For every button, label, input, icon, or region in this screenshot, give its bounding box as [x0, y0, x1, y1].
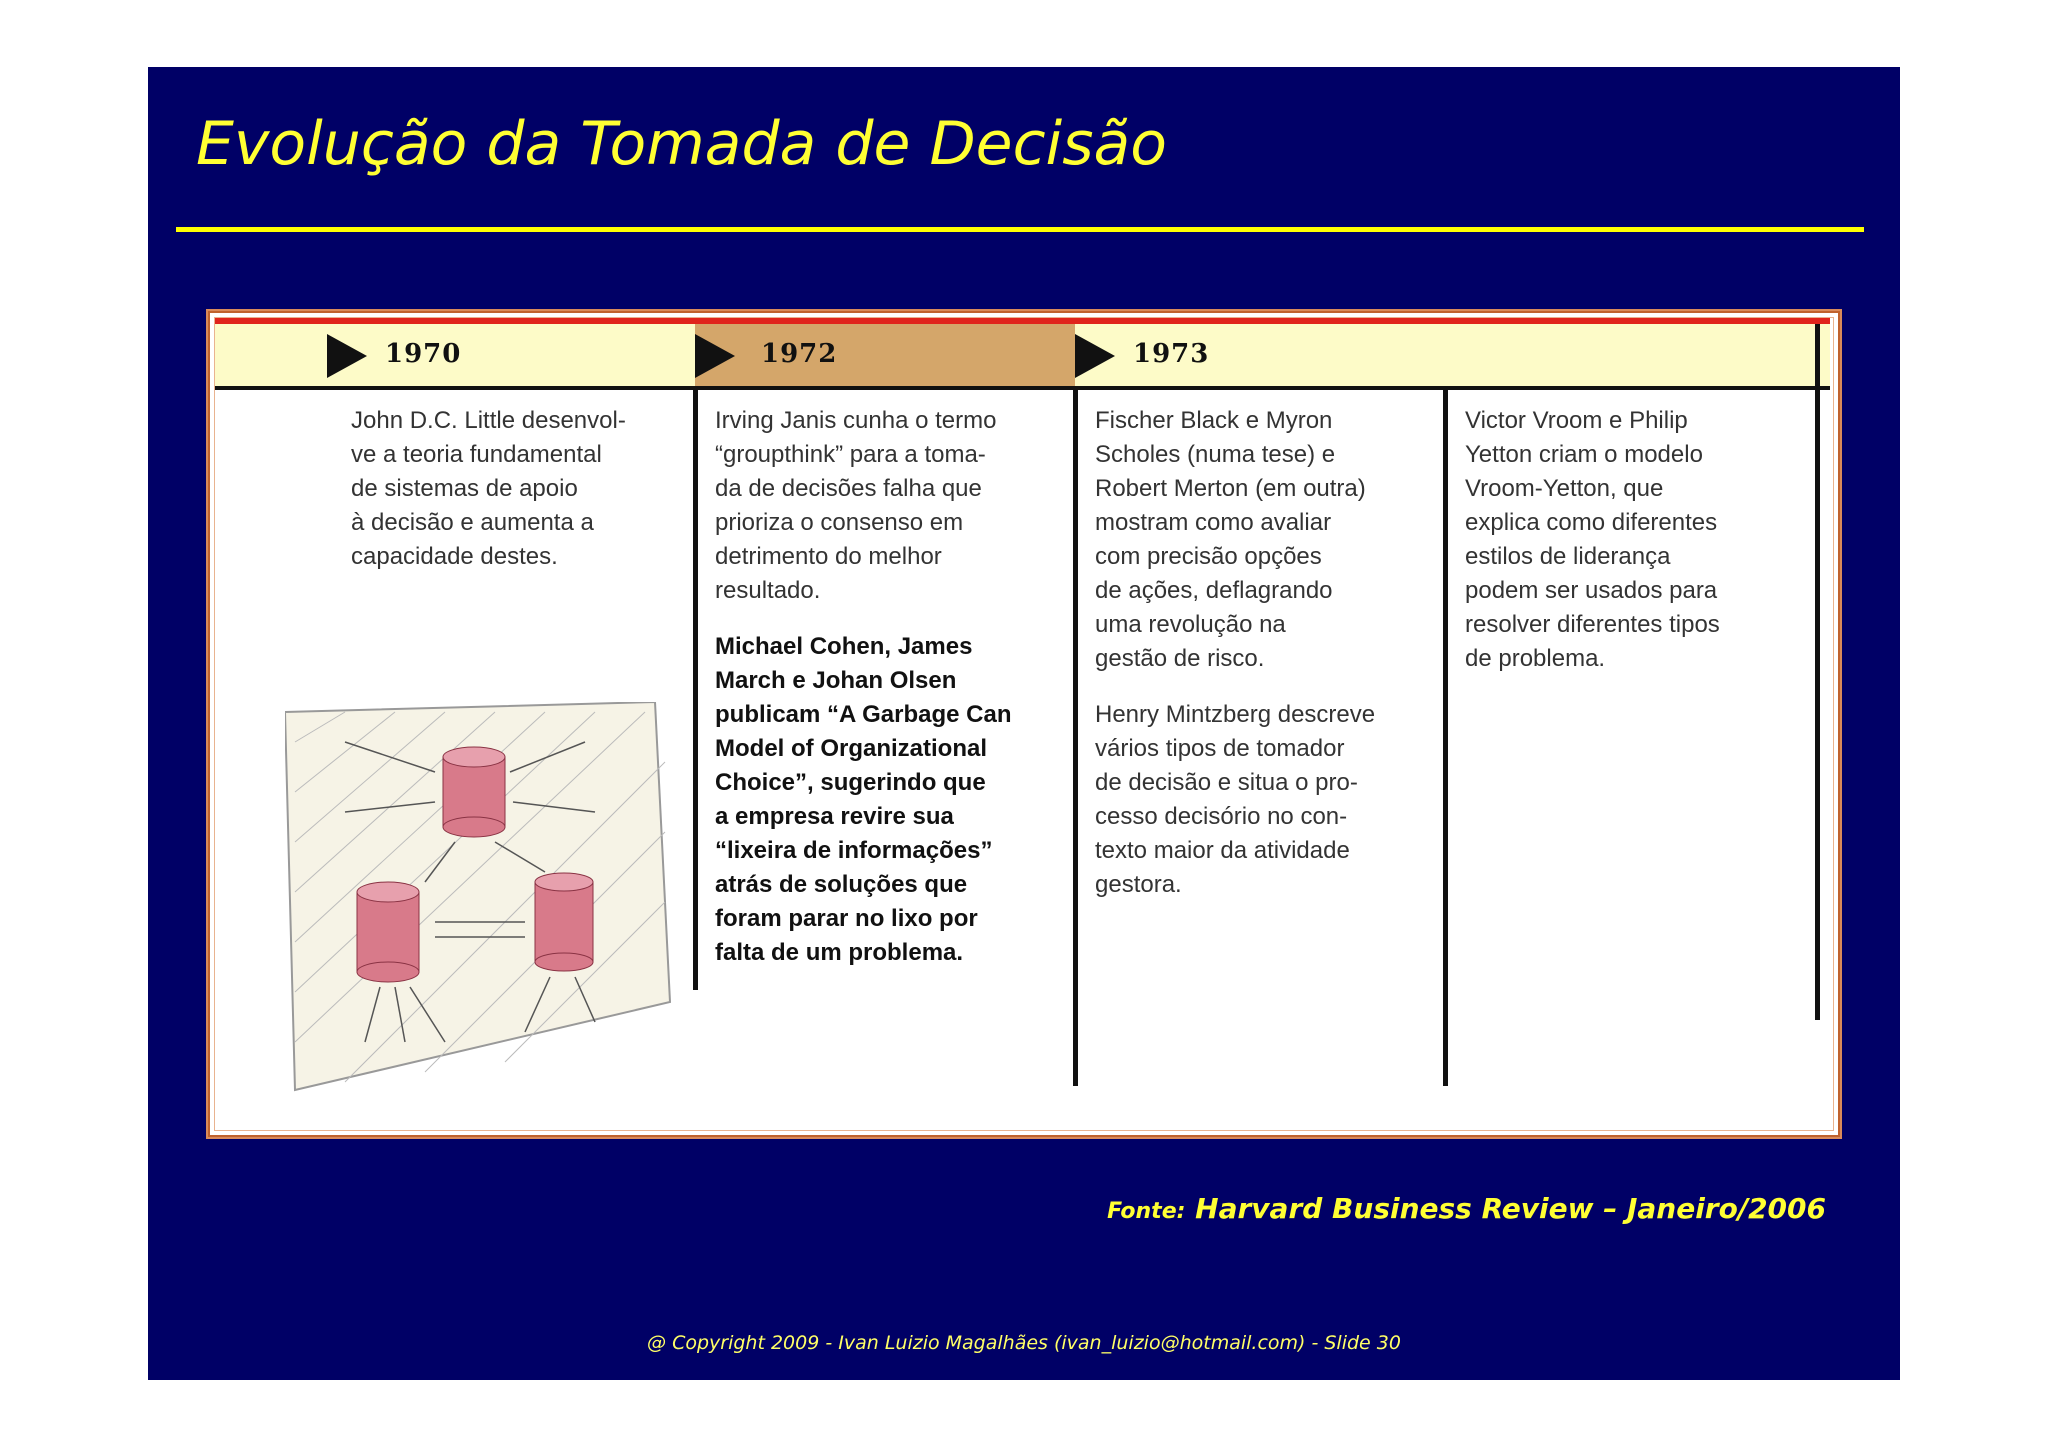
text-line: vários tipos de tomador — [1095, 735, 1345, 762]
column-1970-text: John D.C. Little desenvol- ve a teoria f… — [351, 404, 681, 574]
text-line: gestora. — [1095, 871, 1182, 898]
text-line: atrás de soluções que — [715, 871, 968, 898]
timeline-inner: 1970 1972 1973 John D.C. Little desenvol… — [214, 317, 1834, 1131]
column-1973: Fischer Black e Myron Scholes (numa tese… — [1095, 404, 1435, 902]
source-citation: Fonte: Harvard Business Review – Janeiro… — [1107, 1192, 1826, 1225]
column-1972: Irving Janis cunha o termo “groupthink” … — [715, 404, 1065, 970]
column-1973-b: Victor Vroom e Philip Yetton criam o mod… — [1465, 404, 1805, 676]
copyright-footer: @ Copyright 2009 - Ivan Luizio Magalhães… — [647, 1332, 1401, 1354]
column-1972-bold-text: Michael Cohen, James March e Johan Olsen… — [715, 630, 1065, 970]
text-line: Scholes (numa tese) e — [1095, 441, 1336, 468]
text-line: da de decisões falha que — [715, 475, 982, 502]
text-line: Michael Cohen, James — [715, 633, 973, 660]
text-line: prioriza o consenso em — [715, 509, 964, 536]
text-line: estilos de liderança — [1465, 543, 1671, 570]
text-line: texto maior da atividade — [1095, 837, 1350, 864]
year-1970: 1970 — [385, 339, 462, 369]
text-line: falta de um problema. — [715, 939, 964, 966]
text-line: detrimento do melhor — [715, 543, 942, 570]
text-line: de decisão e situa o pro- — [1095, 769, 1358, 796]
text-line: foram parar no lixo por — [715, 905, 978, 932]
source-text: Harvard Business Review – Janeiro/2006 — [1195, 1192, 1826, 1225]
text-line: de sistemas de apoio — [351, 475, 578, 502]
slide-title: Evolução da Tomada de Decisão — [196, 109, 1167, 179]
text-line: de problema. — [1465, 645, 1606, 672]
text-line: Fischer Black e Myron — [1095, 407, 1333, 434]
column-1972-text: Irving Janis cunha o termo “groupthink” … — [715, 404, 1065, 608]
text-line: Henry Mintzberg descreve — [1095, 701, 1376, 728]
column-1973-text: Fischer Black e Myron Scholes (numa tese… — [1095, 404, 1435, 676]
text-line: mostram como avaliar — [1095, 509, 1332, 536]
text-line: Irving Janis cunha o termo — [715, 407, 997, 434]
text-line: cesso decisório no con- — [1095, 803, 1348, 830]
text-line: March e Johan Olsen — [715, 667, 957, 694]
slide: Evolução da Tomada de Decisão 1970 1972 … — [148, 67, 1900, 1380]
text-line: “groupthink” para a toma- — [715, 441, 986, 468]
year-marker-icon — [327, 334, 367, 378]
year-1973: 1973 — [1133, 339, 1210, 369]
text-line: Vroom-Yetton, que — [1465, 475, 1664, 502]
column-divider — [1443, 390, 1448, 1086]
text-line: resolver diferentes tipos — [1465, 611, 1720, 638]
source-label: Fonte: — [1107, 1199, 1186, 1224]
text-line: Robert Merton (em outra) — [1095, 475, 1366, 502]
title-rule — [176, 227, 1864, 232]
text-line: explica como diferentes — [1465, 509, 1718, 536]
text-line: Choice”, sugerindo que — [715, 769, 986, 796]
year-1972: 1972 — [761, 339, 838, 369]
text-line: uma revolução na — [1095, 611, 1286, 638]
text-line: “lixeira de informações” — [715, 837, 993, 864]
text-line: com precisão opções — [1095, 543, 1322, 570]
text-line: gestão de risco. — [1095, 645, 1265, 672]
text-line: resultado. — [715, 577, 821, 604]
text-line: Victor Vroom e Philip — [1465, 407, 1688, 434]
text-line: ve a teoria fundamental — [351, 441, 602, 468]
year-band-1972-highlight — [695, 324, 1075, 386]
year-marker-icon — [695, 334, 735, 378]
text-line: capacidade destes. — [351, 543, 558, 570]
text-line: John D.C. Little desenvol- — [351, 407, 626, 434]
cylinder-icon — [356, 881, 420, 983]
column-divider — [1073, 390, 1078, 1086]
text-line: podem ser usados para — [1465, 577, 1718, 604]
column-1973-b-text: Victor Vroom e Philip Yetton criam o mod… — [1465, 404, 1805, 676]
column-1970: John D.C. Little desenvol- ve a teoria f… — [351, 404, 681, 574]
timeline-red-bar — [215, 318, 1830, 324]
column-divider — [1815, 324, 1820, 1020]
cylinder-icon — [534, 872, 594, 972]
text-line: publicam “A Garbage Can — [715, 701, 1012, 728]
column-1973-text-2: Henry Mintzberg descreve vários tipos de… — [1095, 698, 1435, 902]
garbage-can-model-sketch — [285, 702, 672, 1092]
text-line: a empresa revire sua — [715, 803, 954, 830]
year-marker-icon — [1075, 334, 1115, 378]
column-divider — [693, 390, 698, 990]
year-band: 1970 1972 1973 — [215, 324, 1830, 390]
text-line: Yetton criam o modelo — [1465, 441, 1703, 468]
text-line: à decisão e aumenta a — [351, 509, 594, 536]
timeline-figure: 1970 1972 1973 John D.C. Little desenvol… — [206, 309, 1842, 1139]
text-line: de ações, deflagrando — [1095, 577, 1333, 604]
text-line: Model of Organizational — [715, 735, 988, 762]
cylinder-icon — [442, 746, 506, 838]
